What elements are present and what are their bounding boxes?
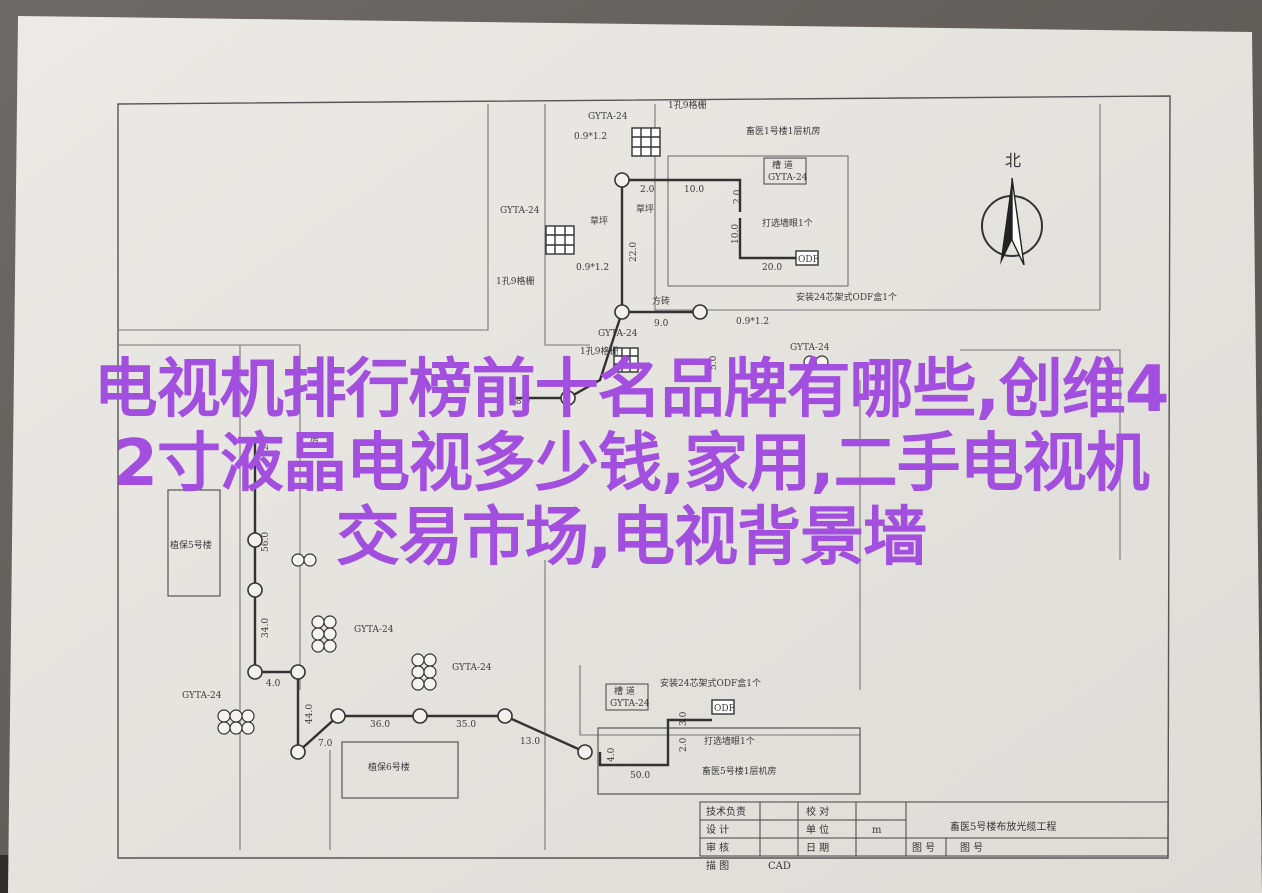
machine-room-top-outline — [667, 155, 849, 287]
title-line-3: 交易市场,电视背景墙 — [335, 501, 927, 575]
label-pipe-left: 0.9*1.2 — [576, 263, 609, 273]
label-gyta-c2: GYTA-24 — [452, 663, 492, 673]
tb-tech-lead: 技术负责 — [706, 805, 746, 818]
tb-drawing-no2: 图 号 — [960, 842, 983, 854]
tb-project: 畜医5号楼布放光缆工程 — [950, 820, 1056, 833]
label-odf-install-bottom: 安装24芯架式ODF盒1个 — [660, 677, 761, 689]
label-pipe-right: 0.9*1.2 — [736, 317, 769, 327]
tb-check: 校 对 — [806, 805, 829, 818]
dim-3-0: 3.0 — [679, 711, 689, 726]
dim-34-0: 34.0 — [261, 618, 271, 638]
tb-unit-value: m — [872, 825, 882, 836]
dim-2-0c: 2.0 — [679, 737, 689, 752]
dim-50-0: 50.0 — [630, 771, 650, 781]
dim-20-0: 20.0 — [762, 263, 782, 273]
label-gyta-c3: GYTA-24 — [182, 691, 222, 701]
label-lawn-left: 草坪 — [590, 215, 608, 227]
dim-4-0: 4.0 — [266, 679, 281, 689]
paper-sheet — [8, 16, 1262, 893]
tb-review: 审 核 — [706, 841, 729, 854]
road-outlines — [118, 104, 1121, 850]
dim-2-0b: 2.0 — [733, 189, 743, 204]
label-building-bottom: 植保6号楼 — [368, 761, 410, 773]
label-hole-mid: 1孔9格栅 — [580, 345, 618, 357]
tb-draw-value: CAD — [768, 861, 791, 872]
building-left — [167, 489, 221, 597]
dim-7-0: 7.0 — [318, 739, 333, 749]
north-arrow: 北 — [981, 151, 1043, 266]
label-pipe-top: 0.9*1.2 — [574, 132, 607, 142]
label-wall-hole-top: 打选墙眼1个 — [762, 217, 813, 229]
odf-box-bottom — [711, 699, 735, 715]
machine-room-bottom — [597, 727, 861, 795]
manholes — [247, 172, 708, 760]
title-line-2: 2寸液晶电视多少钱,家用,二手电视机 — [113, 427, 1149, 501]
trough-box-bottom — [605, 683, 649, 711]
cable-grids — [545, 127, 661, 373]
label-odf-install-top: 安装24芯架式ODF盒1个 — [796, 291, 897, 303]
building-bottom — [341, 741, 459, 799]
dim-56-0: 56.0 — [261, 532, 271, 552]
trough-box-top — [763, 157, 807, 185]
title-block-text: 技术负责 设 计 审 核 描 图 CAD 校 对 单 位 m 日 期 图 号 图… — [706, 805, 1056, 872]
dim-36-0: 36.0 — [370, 720, 390, 730]
label-wall-hole-bottom: 打选墙眼1个 — [704, 735, 755, 747]
dim-4-0b: 4.0 — [607, 747, 617, 762]
label-gyta-top: GYTA-24 — [588, 112, 628, 122]
label-hole-left: 1孔9格栅 — [496, 275, 534, 287]
label-machine-room-bottom: 畜医5号楼1层机房 — [702, 765, 776, 777]
label-gyta-trough: GYTA-24 — [768, 173, 808, 183]
label-gyta-left: GYTA-24 — [500, 206, 540, 216]
label-trough-top: 槽 道 — [772, 159, 793, 171]
label-trough-bottom: 槽 道 — [614, 685, 635, 697]
tb-date: 日 期 — [806, 842, 829, 854]
tb-design: 设 计 — [706, 823, 729, 836]
dim-10-0: 10.0 — [684, 185, 704, 195]
drawing-frame — [117, 95, 1171, 859]
label-gyta-right: GYTA-24 — [790, 343, 830, 353]
label-lawn-right: 草坪 — [636, 203, 654, 215]
dim-10-0b: 10.0 — [731, 224, 741, 244]
label-gyta-mid: GYTA-24 — [598, 329, 638, 339]
tb-drawing-no: 图 号 — [912, 842, 935, 854]
dim-28-0: 28.0 — [510, 397, 530, 407]
label-gyta-trough-b: GYTA-24 — [610, 699, 650, 709]
label-gyta-c1: GYTA-24 — [354, 625, 394, 635]
label-odf-bottom: ODF — [714, 704, 735, 714]
tb-unit: 单 位 — [806, 823, 829, 836]
dim-72-0: 72.0 — [261, 436, 271, 456]
odf-box-top — [795, 250, 819, 266]
dim-22-0: 22.0 — [629, 242, 639, 262]
label-hole-top: 1孔9格栅 — [668, 99, 706, 111]
label-odf-top: ODF — [798, 255, 819, 265]
dim-9-0: 9.0 — [654, 319, 669, 329]
north-label: 北 — [1005, 151, 1021, 170]
label-building-left: 植保5号楼 — [170, 539, 212, 551]
title-line-1: 电视机排行榜前十名品牌有哪些,创维4 — [93, 353, 1170, 427]
dimension-labels: 2.0 10.0 2.0 10.0 22.0 20.0 9.0 5.0 28.0… — [261, 185, 782, 781]
label-brick: 方砖 — [652, 295, 670, 307]
dim-44-0: 44.0 — [305, 704, 315, 724]
dim-5-0: 5.0 — [709, 355, 719, 370]
dim-13-0: 13.0 — [520, 737, 540, 747]
dim-35-0: 35.0 — [456, 720, 476, 730]
dim-2-0: 2.0 — [640, 185, 655, 195]
label-fang: 房 — [310, 433, 319, 445]
label-machine-room-top: 畜医1号楼1层机房 — [746, 125, 820, 137]
tb-draw: 描 图 — [706, 859, 729, 872]
title-block — [699, 801, 1169, 857]
drawing-labels: GYTA-24 1孔9格栅 0.9*1.2 畜医1号楼1层机房 GYTA-24 … — [170, 99, 897, 777]
cable-circles — [217, 355, 829, 735]
